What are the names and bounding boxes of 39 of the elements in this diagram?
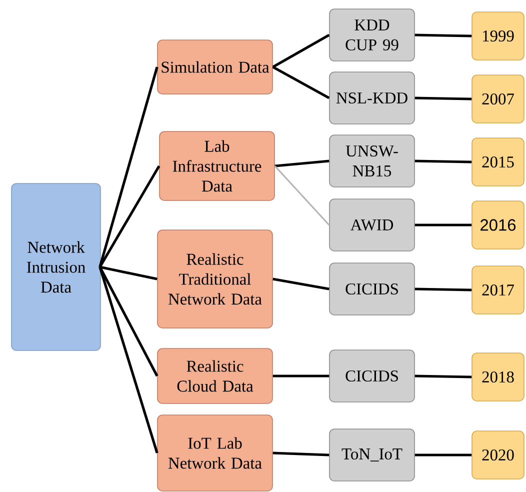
connector-line xyxy=(272,374,330,378)
dataset-box: ToN_IoT xyxy=(329,428,415,482)
category-box: Simulation Data xyxy=(157,40,273,94)
year-box: 1999 xyxy=(472,12,524,60)
dataset-box: NSL-KDD xyxy=(329,72,415,124)
dataset-box: KDD CUP 99 xyxy=(329,8,415,62)
connector-line xyxy=(272,278,330,290)
category-box: Realistic Cloud Data xyxy=(157,348,273,404)
dataset-box: CICIDS xyxy=(329,350,415,402)
connector-line xyxy=(414,96,472,100)
connector-line xyxy=(414,454,472,456)
year-box: 2020 xyxy=(472,430,524,480)
connector-line xyxy=(414,288,472,292)
connector-line xyxy=(98,266,158,377)
connector-line xyxy=(274,160,330,168)
connector-line xyxy=(414,34,472,38)
connector-line xyxy=(98,165,160,268)
category-box: Realistic Traditional Network Data xyxy=(157,230,273,328)
connector-line xyxy=(272,66,330,100)
category-box: IoT Lab Network Data xyxy=(157,414,273,492)
connector-line xyxy=(414,374,472,378)
year-box: 2015 xyxy=(472,138,524,186)
dataset-box: CICIDS xyxy=(329,262,415,316)
dataset-box: UNSW-NB15 xyxy=(329,134,415,188)
category-box: Lab Infrastructure Data xyxy=(159,131,275,201)
connector-line xyxy=(272,452,330,456)
connector-line xyxy=(414,224,472,226)
connector-line xyxy=(100,266,158,280)
root-box: Network Intrusion Data xyxy=(11,183,101,351)
dataset-box: AWID xyxy=(329,198,415,252)
connector-line xyxy=(98,266,158,454)
year-box: 2018 xyxy=(472,352,524,402)
year-box: 2016 xyxy=(472,200,524,250)
year-box: 2017 xyxy=(472,266,524,314)
connector-line xyxy=(274,165,330,226)
connector-line xyxy=(98,66,158,268)
year-box: 2007 xyxy=(472,74,524,124)
connector-line xyxy=(272,34,330,68)
connector-line xyxy=(414,160,472,164)
